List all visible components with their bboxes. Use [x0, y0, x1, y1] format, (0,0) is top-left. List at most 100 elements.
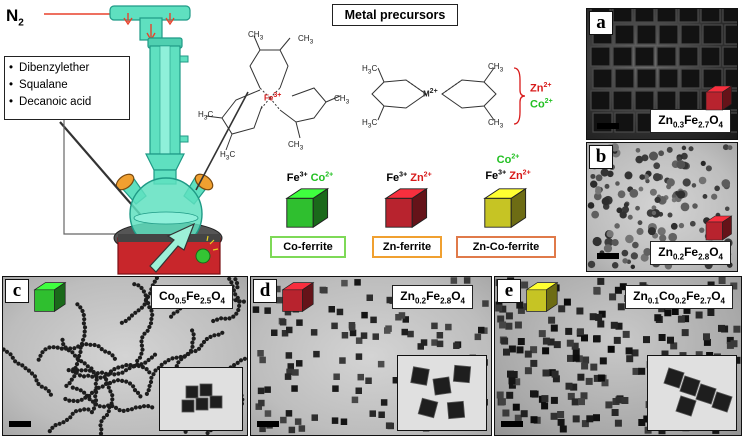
nanocube: [369, 410, 376, 417]
nanocube: [507, 370, 514, 378]
nanocube: [553, 341, 561, 349]
nanoparticle: [8, 352, 13, 357]
nanoparticle: [700, 160, 706, 166]
nanoparticle: [237, 303, 242, 308]
nanocube: [398, 312, 406, 319]
nanoparticle: [91, 369, 96, 375]
nanoparticle: [120, 370, 125, 375]
nanoparticle: [635, 155, 644, 164]
nanoparticle: [196, 346, 202, 351]
nanocube: [181, 399, 195, 413]
nanocube: [524, 367, 532, 375]
nanoparticle: [587, 202, 595, 209]
nanoparticle: [143, 360, 148, 365]
ion-label: Zn2+: [410, 171, 432, 184]
tem-panel-e: e Zn0.1Co0.2Fe2.7O4: [494, 276, 742, 436]
metal-precursors-title: Metal precursors: [332, 4, 458, 26]
nanocube: [598, 310, 606, 318]
nanocube: [566, 339, 574, 347]
nanocube: [607, 345, 615, 353]
hotplate-wire: [63, 110, 120, 235]
nanoparticle: [34, 378, 39, 383]
nanoparticle: [616, 207, 623, 214]
nanoparticle: [651, 210, 657, 216]
nanocube: [463, 277, 471, 284]
nanocube: [593, 374, 601, 382]
nanoparticle: [86, 373, 91, 378]
nanocube: [703, 338, 711, 346]
nanocube: [590, 46, 611, 67]
scale-bar: [257, 421, 279, 427]
nanocube-icon: [384, 187, 429, 229]
tem-panel-a: a Zn0.3Fe2.7O4: [586, 8, 738, 140]
nanoparticle: [199, 343, 204, 348]
nanoparticle: [236, 307, 241, 313]
nanocube: [279, 319, 287, 326]
nanocube-icon: [705, 215, 733, 241]
nanoparticle: [654, 196, 661, 204]
nanocube: [551, 370, 559, 378]
nanoparticle: [676, 156, 682, 162]
nanoparticle: [689, 220, 696, 227]
nanocube: [576, 328, 584, 336]
nanoparticle: [124, 363, 129, 368]
nanocube: [280, 416, 287, 424]
nanoparticle: [112, 367, 117, 372]
nanoparticle: [139, 351, 144, 356]
nanocube: [355, 353, 363, 360]
nanocube: [503, 348, 510, 356]
nanocube: [341, 332, 349, 339]
nanoparticle: [99, 370, 105, 375]
tem-panel-c: c Co0.5Fe2.5O4: [2, 276, 248, 436]
nanocube: [615, 396, 623, 404]
nanocube: [384, 327, 391, 334]
nanocube: [505, 322, 513, 330]
nanocube: [333, 373, 340, 380]
nanoparticle: [191, 332, 196, 337]
tem-panel-d: d Zn0.2Fe2.8O4: [250, 276, 492, 436]
nanoparticle: [136, 363, 141, 369]
nanocube: [514, 414, 522, 422]
nanoparticle: [722, 144, 729, 151]
nanoparticle: [139, 285, 144, 291]
nanoparticle: [641, 154, 649, 162]
nanoparticle: [190, 328, 195, 333]
nanocube: [654, 314, 662, 322]
nanocube: [550, 396, 558, 404]
nanocube: [681, 329, 689, 337]
nanoparticle: [107, 350, 112, 355]
hotplate-top: [118, 234, 220, 242]
ion-label: Fe3+: [286, 171, 308, 184]
nanocube: [508, 381, 516, 389]
nanoparticle: [93, 394, 98, 399]
nanoparticle: [219, 316, 224, 321]
formula-label: Co0.5Fe2.5O4: [150, 285, 233, 310]
nanoparticle: [93, 381, 98, 386]
nanoparticle: [84, 342, 89, 347]
nanocube: [599, 357, 607, 365]
nanoparticle: [67, 381, 72, 386]
nanocube: [296, 319, 303, 326]
nanoparticle: [10, 355, 15, 360]
nanoparticle: [151, 372, 156, 377]
nanocube: [474, 333, 482, 341]
nanoparticle: [590, 180, 598, 188]
nanoparticle: [3, 347, 6, 352]
nanoparticle: [96, 385, 101, 390]
nanoparticle: [724, 206, 730, 212]
nanocube: [565, 382, 573, 390]
nanocube: [636, 68, 657, 89]
nanoparticle: [91, 406, 97, 411]
nanocube-icon: [285, 187, 330, 229]
nanoparticle: [235, 285, 240, 290]
nanocube: [667, 336, 674, 344]
nanocube: [402, 316, 409, 323]
nanoparticle: [169, 314, 174, 319]
nanoparticle: [79, 368, 84, 373]
nanoparticle: [89, 410, 94, 415]
nanoparticle: [721, 179, 731, 188]
nanoparticle: [639, 174, 645, 180]
nanocube: [257, 387, 265, 395]
nanoparticle: [103, 381, 109, 386]
nanoparticle: [212, 333, 217, 338]
